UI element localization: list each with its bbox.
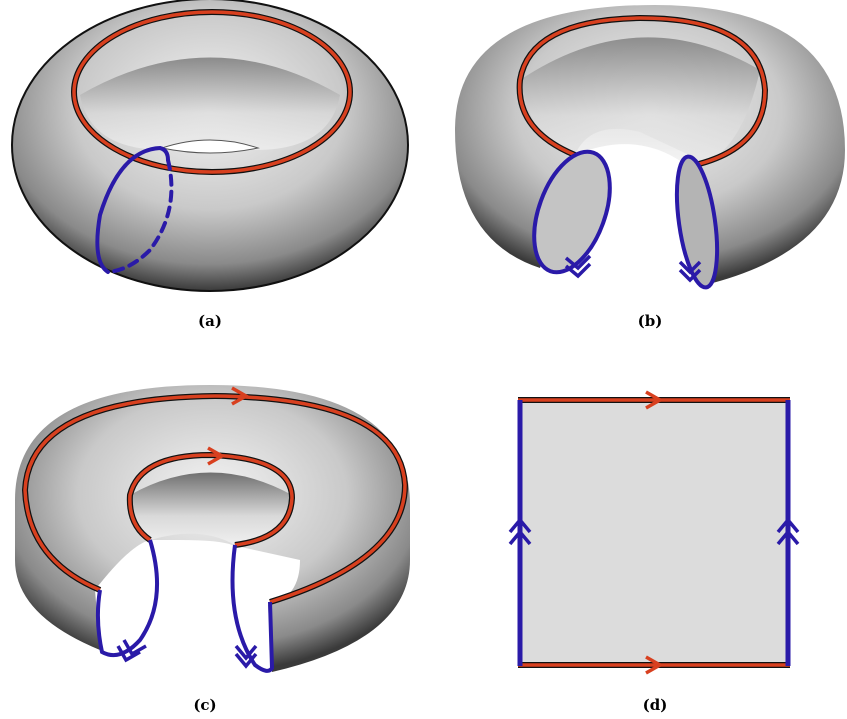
- right-double-arrow: [776, 517, 800, 546]
- caption-b: (b): [638, 312, 663, 330]
- torus-b-blue-left: [532, 149, 612, 275]
- torus-c-inner-wall: [130, 472, 292, 545]
- torus-c-blue-right: [230, 544, 275, 673]
- torus-a-blue-loop-back: [106, 158, 174, 274]
- torus-c-blue-right-arrow: [234, 644, 258, 669]
- torus-c-red-inner-arrow: [207, 446, 226, 466]
- torus-b-inner-wall: [520, 37, 760, 168]
- caption-d: (d): [643, 696, 668, 714]
- torus-a-hole: [160, 139, 260, 154]
- torus-a-red-loop-core: [72, 10, 352, 174]
- torus-b-red-loop-core: [517, 16, 767, 167]
- caption-c: (c): [193, 696, 216, 714]
- left-double-arrow: [508, 517, 532, 546]
- torus-a-inner-wall: [80, 57, 340, 150]
- torus-c-red-outer-core: [23, 394, 407, 604]
- caption-a: (a): [198, 312, 222, 330]
- torus-c-blue-left-arrow: [116, 639, 147, 663]
- torus-c-red-outer-arrow: [231, 386, 250, 406]
- torus-b-blue-right-arrow: [678, 260, 702, 283]
- bottom-arrow: [645, 655, 664, 675]
- panel-d: (d): [508, 390, 800, 714]
- torus-b-blue-right: [674, 154, 720, 290]
- square-fundamental-domain: [520, 400, 788, 666]
- torus-c-red-inner-core: [128, 453, 294, 547]
- top-arrow: [645, 390, 664, 410]
- torus-b-blue-left-arrow: [564, 254, 592, 279]
- panel-b: (b): [455, 5, 845, 330]
- panel-a: (a): [11, 0, 409, 330]
- panel-c: (c): [15, 385, 410, 714]
- torus-c-blue-left: [95, 539, 160, 657]
